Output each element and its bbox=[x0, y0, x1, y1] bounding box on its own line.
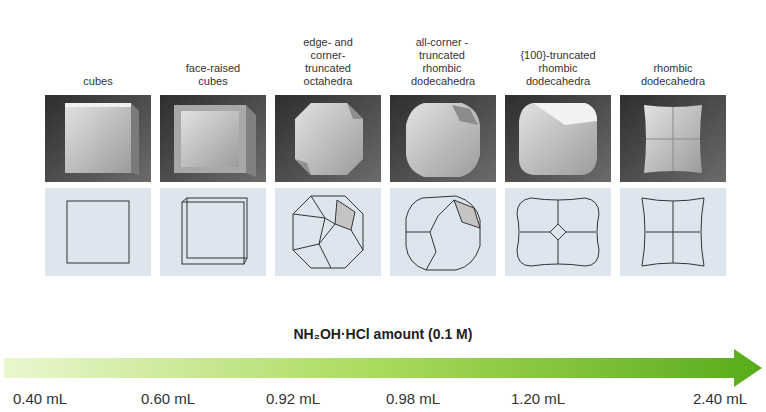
shape-drawing bbox=[45, 188, 151, 276]
amount-value: 0.40 mL bbox=[13, 390, 67, 407]
shape-label: face-raised cubes bbox=[178, 62, 248, 88]
amount-value: 1.20 mL bbox=[511, 390, 565, 407]
sem-image bbox=[620, 95, 726, 182]
shape-drawing bbox=[160, 188, 266, 276]
amount-value: 0.60 mL bbox=[141, 390, 195, 407]
amount-value: 0.98 mL bbox=[386, 390, 440, 407]
shape-drawing bbox=[275, 188, 381, 276]
gradient-arrow bbox=[4, 349, 762, 387]
shape-drawing bbox=[390, 188, 496, 276]
sem-image bbox=[160, 95, 266, 182]
sem-image bbox=[45, 95, 151, 182]
shape-label: all-corner -truncated rhombic dodecahedr… bbox=[411, 36, 473, 88]
shape-label: cubes bbox=[68, 75, 128, 88]
shape-label: edge- and corner- truncated octahedra bbox=[297, 36, 359, 88]
sem-image bbox=[390, 95, 496, 182]
shape-drawing bbox=[505, 188, 611, 276]
axis-title: NH₂OH·HCl amount (0.1 M) bbox=[294, 326, 473, 342]
amount-value: 2.40 mL bbox=[693, 390, 747, 407]
amount-value: 0.92 mL bbox=[266, 390, 320, 407]
sem-image bbox=[505, 95, 611, 182]
shape-drawing bbox=[620, 188, 726, 276]
sem-image bbox=[275, 95, 381, 182]
shape-label: {100}-truncated rhombic dodecahedra bbox=[515, 49, 601, 88]
shape-label: rhombic dodecahedra bbox=[638, 62, 708, 88]
